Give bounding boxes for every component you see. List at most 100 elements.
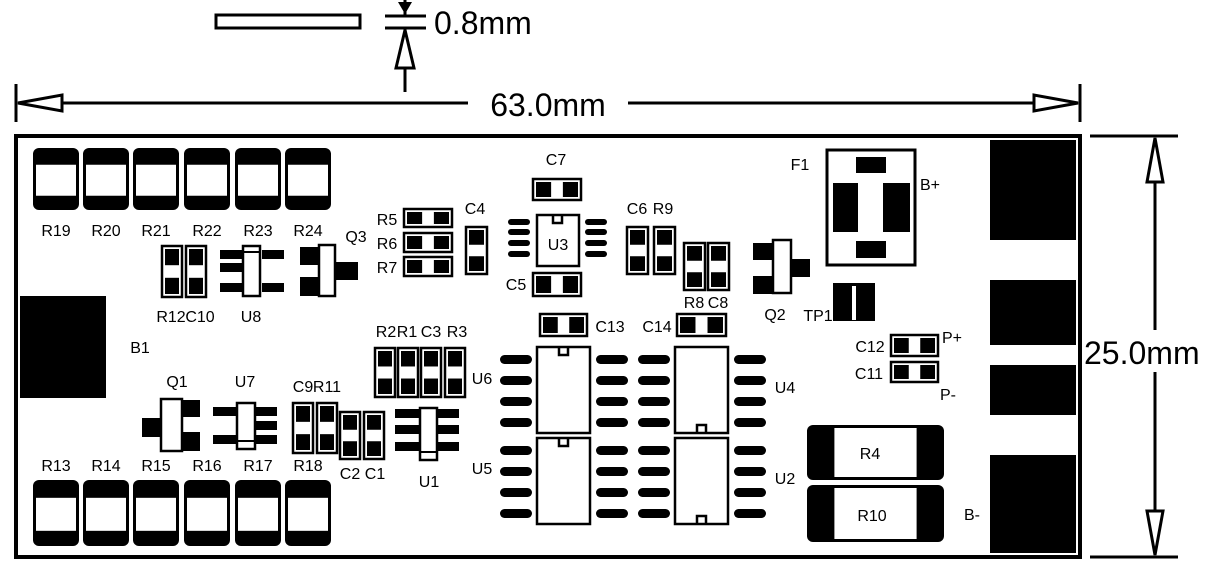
u2-pin <box>734 446 766 455</box>
label-q1: Q1 <box>166 374 187 391</box>
c9-pad <box>296 434 310 450</box>
label-r1: R1 <box>397 324 418 341</box>
r7-pad <box>407 260 423 273</box>
u5-pin <box>500 467 532 476</box>
u6-pin <box>596 418 628 427</box>
label-r19: R19 <box>41 223 70 240</box>
u4-pin <box>734 418 766 427</box>
terminal-label-pplus: P+ <box>942 330 962 347</box>
label-c9: C9 <box>293 379 314 396</box>
r7-pad <box>433 260 449 273</box>
u2-pin <box>638 488 670 497</box>
chip-pad <box>448 351 462 367</box>
u4-pin <box>638 418 670 427</box>
c8-pad <box>711 272 726 287</box>
resistor-2512-center <box>86 164 126 196</box>
u2-pin <box>734 488 766 497</box>
u6-pin <box>500 418 532 427</box>
pad <box>300 277 320 296</box>
r12-pad <box>165 249 179 266</box>
pad <box>437 409 459 418</box>
label-c1: C1 <box>365 466 386 483</box>
label-u5: U5 <box>472 461 493 478</box>
q3-body <box>317 243 337 298</box>
c7-pad <box>562 182 578 197</box>
resistor-2512-center <box>238 164 278 196</box>
label-b1: B1 <box>130 340 150 357</box>
c4-pad <box>469 256 484 271</box>
u2-pin <box>638 467 670 476</box>
u2-body <box>673 436 730 526</box>
terminal-pad <box>990 140 1076 240</box>
c14-pad <box>680 317 696 333</box>
label-q3: Q3 <box>345 229 366 246</box>
u3-pin <box>585 240 607 246</box>
u5-pin <box>596 488 628 497</box>
u6-pin <box>596 376 628 385</box>
u2-pin <box>734 509 766 518</box>
label-u6: U6 <box>472 371 493 388</box>
u6-pin <box>500 376 532 385</box>
q2-body <box>771 238 793 295</box>
label-r10: R10 <box>857 508 886 525</box>
label-c13: C13 <box>595 319 624 336</box>
label-r6: R6 <box>377 236 398 253</box>
label-r23: R23 <box>243 223 272 240</box>
pad <box>180 432 200 451</box>
u3-pin <box>508 240 530 246</box>
terminal-pad <box>990 365 1076 415</box>
u5-notch <box>557 438 570 448</box>
resistor-2512-center <box>36 164 76 196</box>
pad <box>254 435 277 444</box>
c1-pad <box>367 415 381 430</box>
r12-pad <box>165 277 179 294</box>
terminal-pad <box>990 455 1076 553</box>
c13-pad <box>569 317 584 333</box>
pad <box>790 259 810 277</box>
u4-pin <box>638 376 670 385</box>
u4-pin <box>638 355 670 364</box>
label-r4: R4 <box>860 446 881 463</box>
u3-pin <box>585 219 607 225</box>
label-f1: F1 <box>791 157 810 174</box>
u4-pin <box>638 397 670 406</box>
r9-pad <box>657 230 672 245</box>
pad <box>254 421 277 430</box>
resistor-2512-center <box>136 164 176 196</box>
pad <box>395 442 420 451</box>
c14-pad <box>707 317 723 333</box>
resistor-2512-center <box>36 497 76 531</box>
c7-pad <box>536 182 552 197</box>
label-c11: C11 <box>855 366 883 383</box>
label-c8: C8 <box>708 295 729 312</box>
r11-pad <box>320 406 334 422</box>
chip-pad <box>448 378 462 394</box>
r10-center <box>834 488 917 539</box>
u6-pin <box>596 397 628 406</box>
label-u1: U1 <box>419 474 440 491</box>
label-r17: R17 <box>243 458 272 475</box>
r6-pad <box>433 236 449 249</box>
u3-pin <box>585 251 607 257</box>
length-dimension: 63.0mm <box>14 84 1082 123</box>
chip-pad <box>424 378 438 394</box>
label-u4: U4 <box>775 380 796 397</box>
resistor-2512-center <box>238 497 278 531</box>
resistor-2512-center <box>187 164 227 196</box>
pad <box>856 241 886 258</box>
tp1-gap <box>852 286 856 320</box>
chip-pad <box>378 351 392 367</box>
pad <box>437 442 459 451</box>
u7-body <box>235 401 257 451</box>
c8-pad <box>711 246 726 261</box>
label-r5: R5 <box>377 212 398 229</box>
thickness-label: 0.8mm <box>434 5 532 41</box>
chip-pad <box>424 351 438 367</box>
pad <box>300 247 320 265</box>
pad <box>213 435 237 444</box>
pad <box>437 425 459 434</box>
label-r22: R22 <box>192 223 221 240</box>
u5-pin <box>596 467 628 476</box>
u2-pin <box>638 446 670 455</box>
resistor-2512-center <box>288 497 328 531</box>
